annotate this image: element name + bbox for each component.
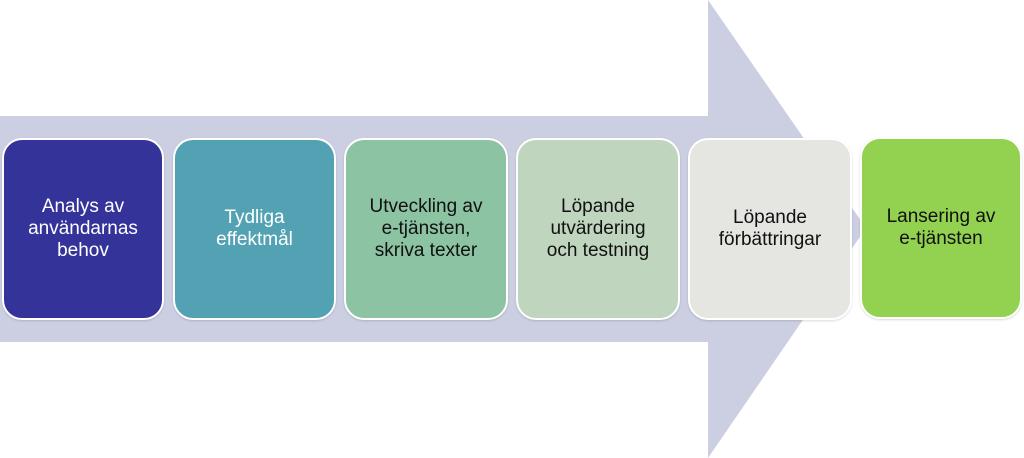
step-effektmal: Tydliga effektmål bbox=[173, 138, 336, 320]
step-lansering: Lansering av e-tjänsten bbox=[860, 137, 1022, 319]
step-label: Tydliga effektmål bbox=[216, 207, 293, 250]
step-analys: Analys av användarnas behov bbox=[2, 138, 164, 320]
step-utveckling: Utveckling av e-tjänsten, skriva texter bbox=[344, 138, 508, 320]
step-label: Utveckling av e-tjänsten, skriva texter bbox=[369, 196, 483, 261]
step-forbattringar: Löpande förbättringar bbox=[688, 138, 852, 320]
step-utvardering: Löpande utvärdering och testning bbox=[516, 138, 680, 320]
step-label: Analys av användarnas behov bbox=[28, 196, 138, 261]
step-label: Löpande utvärdering och testning bbox=[546, 196, 650, 261]
step-label: Lansering av e-tjänsten bbox=[886, 206, 996, 249]
step-label: Löpande förbättringar bbox=[718, 207, 822, 250]
